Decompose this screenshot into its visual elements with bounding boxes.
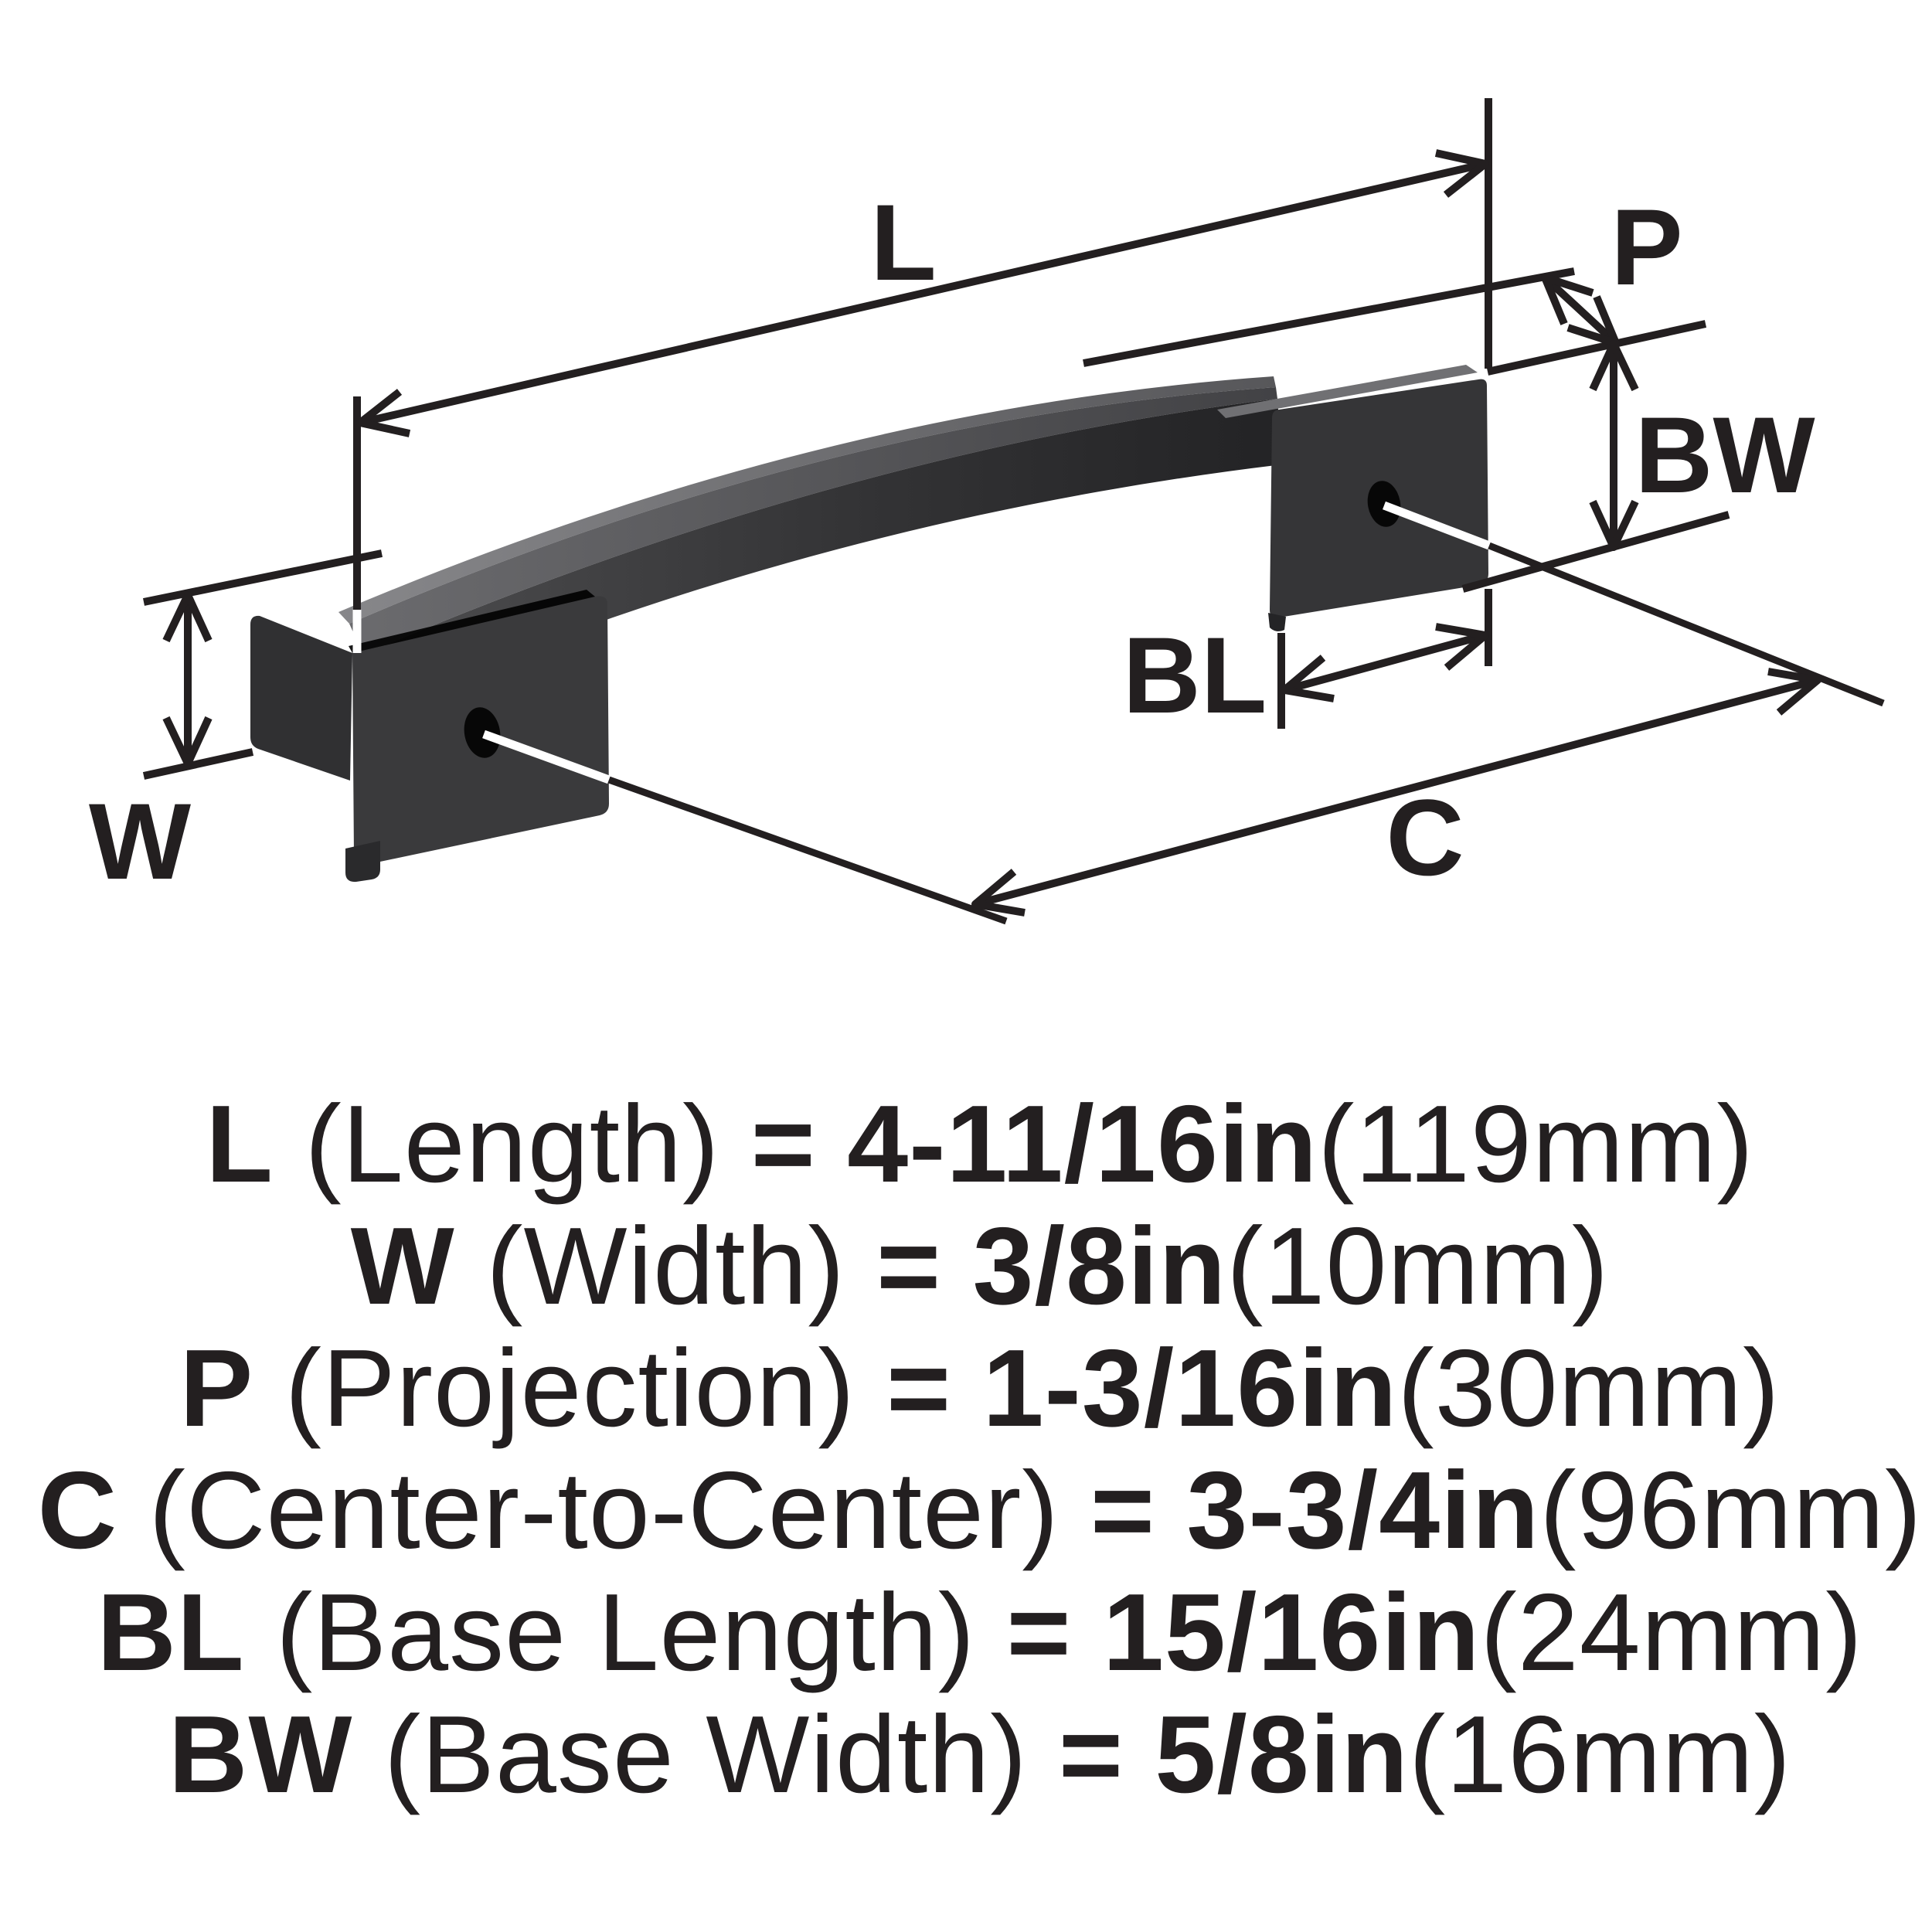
spec-line-width: W (Width) = 3/8in(10mm) (14, 1206, 1932, 1328)
spec-line-base-width: BW (Base Width) = 5/8in(16mm) (14, 1694, 1932, 1816)
arrowhead-l-left (356, 389, 411, 437)
right-base-top-face (1217, 365, 1478, 418)
arrowhead-w-bottom (162, 716, 213, 767)
dim-center-to-center (971, 668, 1821, 917)
arrowhead-c-left (971, 869, 1026, 917)
screw-hole-right (1367, 481, 1401, 527)
spec-metric: (16mm) (1409, 1693, 1792, 1816)
spec-value: = 3/8in (876, 1205, 1227, 1328)
dim-length (352, 98, 1492, 653)
spec-symbol: C (37, 1449, 118, 1572)
label-center-to-center: C (1386, 777, 1464, 898)
arrowhead-l-right (1434, 149, 1489, 198)
spec-list: L (Length) = 4-11/16in(119mm) W (Width) … (14, 1083, 1932, 1816)
arrowhead-c-right (1767, 668, 1821, 716)
leader-line-right (1488, 542, 1885, 707)
arrowhead-bl-right (1435, 623, 1489, 671)
spec-metric: (24mm) (1480, 1571, 1863, 1694)
arrowhead-bw-bottom (1589, 499, 1639, 551)
spec-metric: (10mm) (1226, 1205, 1610, 1328)
dim-c-line (974, 676, 1819, 908)
spec-metric: (96mm) (1539, 1449, 1923, 1572)
left-base-side-face (250, 615, 352, 781)
label-base-length: BL (1123, 614, 1267, 736)
spec-desc: (Length) (304, 1083, 720, 1206)
dim-base-width (1461, 340, 1730, 593)
dim-width (142, 549, 383, 780)
spec-line-projection: P (Projection) = 1-3/16in(30mm) (14, 1328, 1932, 1450)
left-base-top-edge-highlight (349, 590, 595, 653)
left-base-foot (345, 841, 380, 883)
label-width: W (89, 781, 191, 902)
spec-line-base-length: BL (Base Length) = 15/16in(24mm) (14, 1572, 1932, 1694)
spec-symbol: W (350, 1205, 455, 1328)
label-projection: P (1611, 186, 1682, 308)
arrowhead-bl-left (1281, 655, 1335, 702)
spec-desc: (Width) (486, 1205, 845, 1328)
dim-l-line (359, 160, 1487, 427)
dim-p-line (1542, 274, 1619, 346)
dim-base-length (1277, 589, 1492, 729)
arrowhead-w-top (162, 591, 213, 643)
ext-line-projection-back (1083, 267, 1575, 367)
spec-value: = 5/8in (1059, 1693, 1409, 1816)
spec-line-center-to-center: C (Center-to-Center) = 3-3/4in(96mm) (14, 1450, 1932, 1572)
spec-desc: (Projection) (284, 1327, 855, 1450)
label-length: L (870, 182, 937, 303)
label-base-width: BW (1634, 394, 1815, 515)
spec-symbol: BL (97, 1571, 245, 1694)
ext-line-projection-front (1486, 320, 1707, 376)
spec-value: = 1-3/16in (886, 1327, 1398, 1450)
spec-desc: (Center-to-Center) (148, 1449, 1060, 1572)
leader-line-right-white (1383, 501, 1491, 550)
arrowhead-bw-top (1589, 340, 1639, 392)
spec-symbol: P (179, 1327, 254, 1450)
ext-line-w-lower (142, 748, 254, 780)
right-base-foot (1268, 613, 1286, 631)
screw-hole-left (464, 707, 501, 758)
ext-line-bw-lower (1461, 511, 1730, 593)
spec-desc: (Base Width) (383, 1693, 1028, 1816)
arrowhead-p-upper (1541, 274, 1594, 325)
spec-symbol: L (206, 1083, 274, 1206)
spec-symbol: BW (168, 1693, 353, 1816)
spec-metric: (119mm) (1318, 1083, 1754, 1206)
spec-value: = 15/16in (1006, 1571, 1481, 1694)
spec-desc: (Base Length) (276, 1571, 976, 1694)
spec-metric: (30mm) (1397, 1327, 1781, 1450)
spec-value: = 4-11/16in (750, 1083, 1318, 1206)
leader-line-left-white (482, 730, 611, 784)
dim-bl-line (1283, 631, 1487, 694)
dim-projection (1083, 267, 1707, 376)
handle-illustration (250, 365, 1885, 925)
dimension-lines (142, 98, 1821, 917)
spec-line-length: L (Length) = 4-11/16in(119mm) (14, 1083, 1932, 1206)
leader-line-left (607, 776, 1008, 925)
spec-value: = 3-3/4in (1090, 1449, 1540, 1572)
ext-line-w-upper (142, 549, 383, 606)
